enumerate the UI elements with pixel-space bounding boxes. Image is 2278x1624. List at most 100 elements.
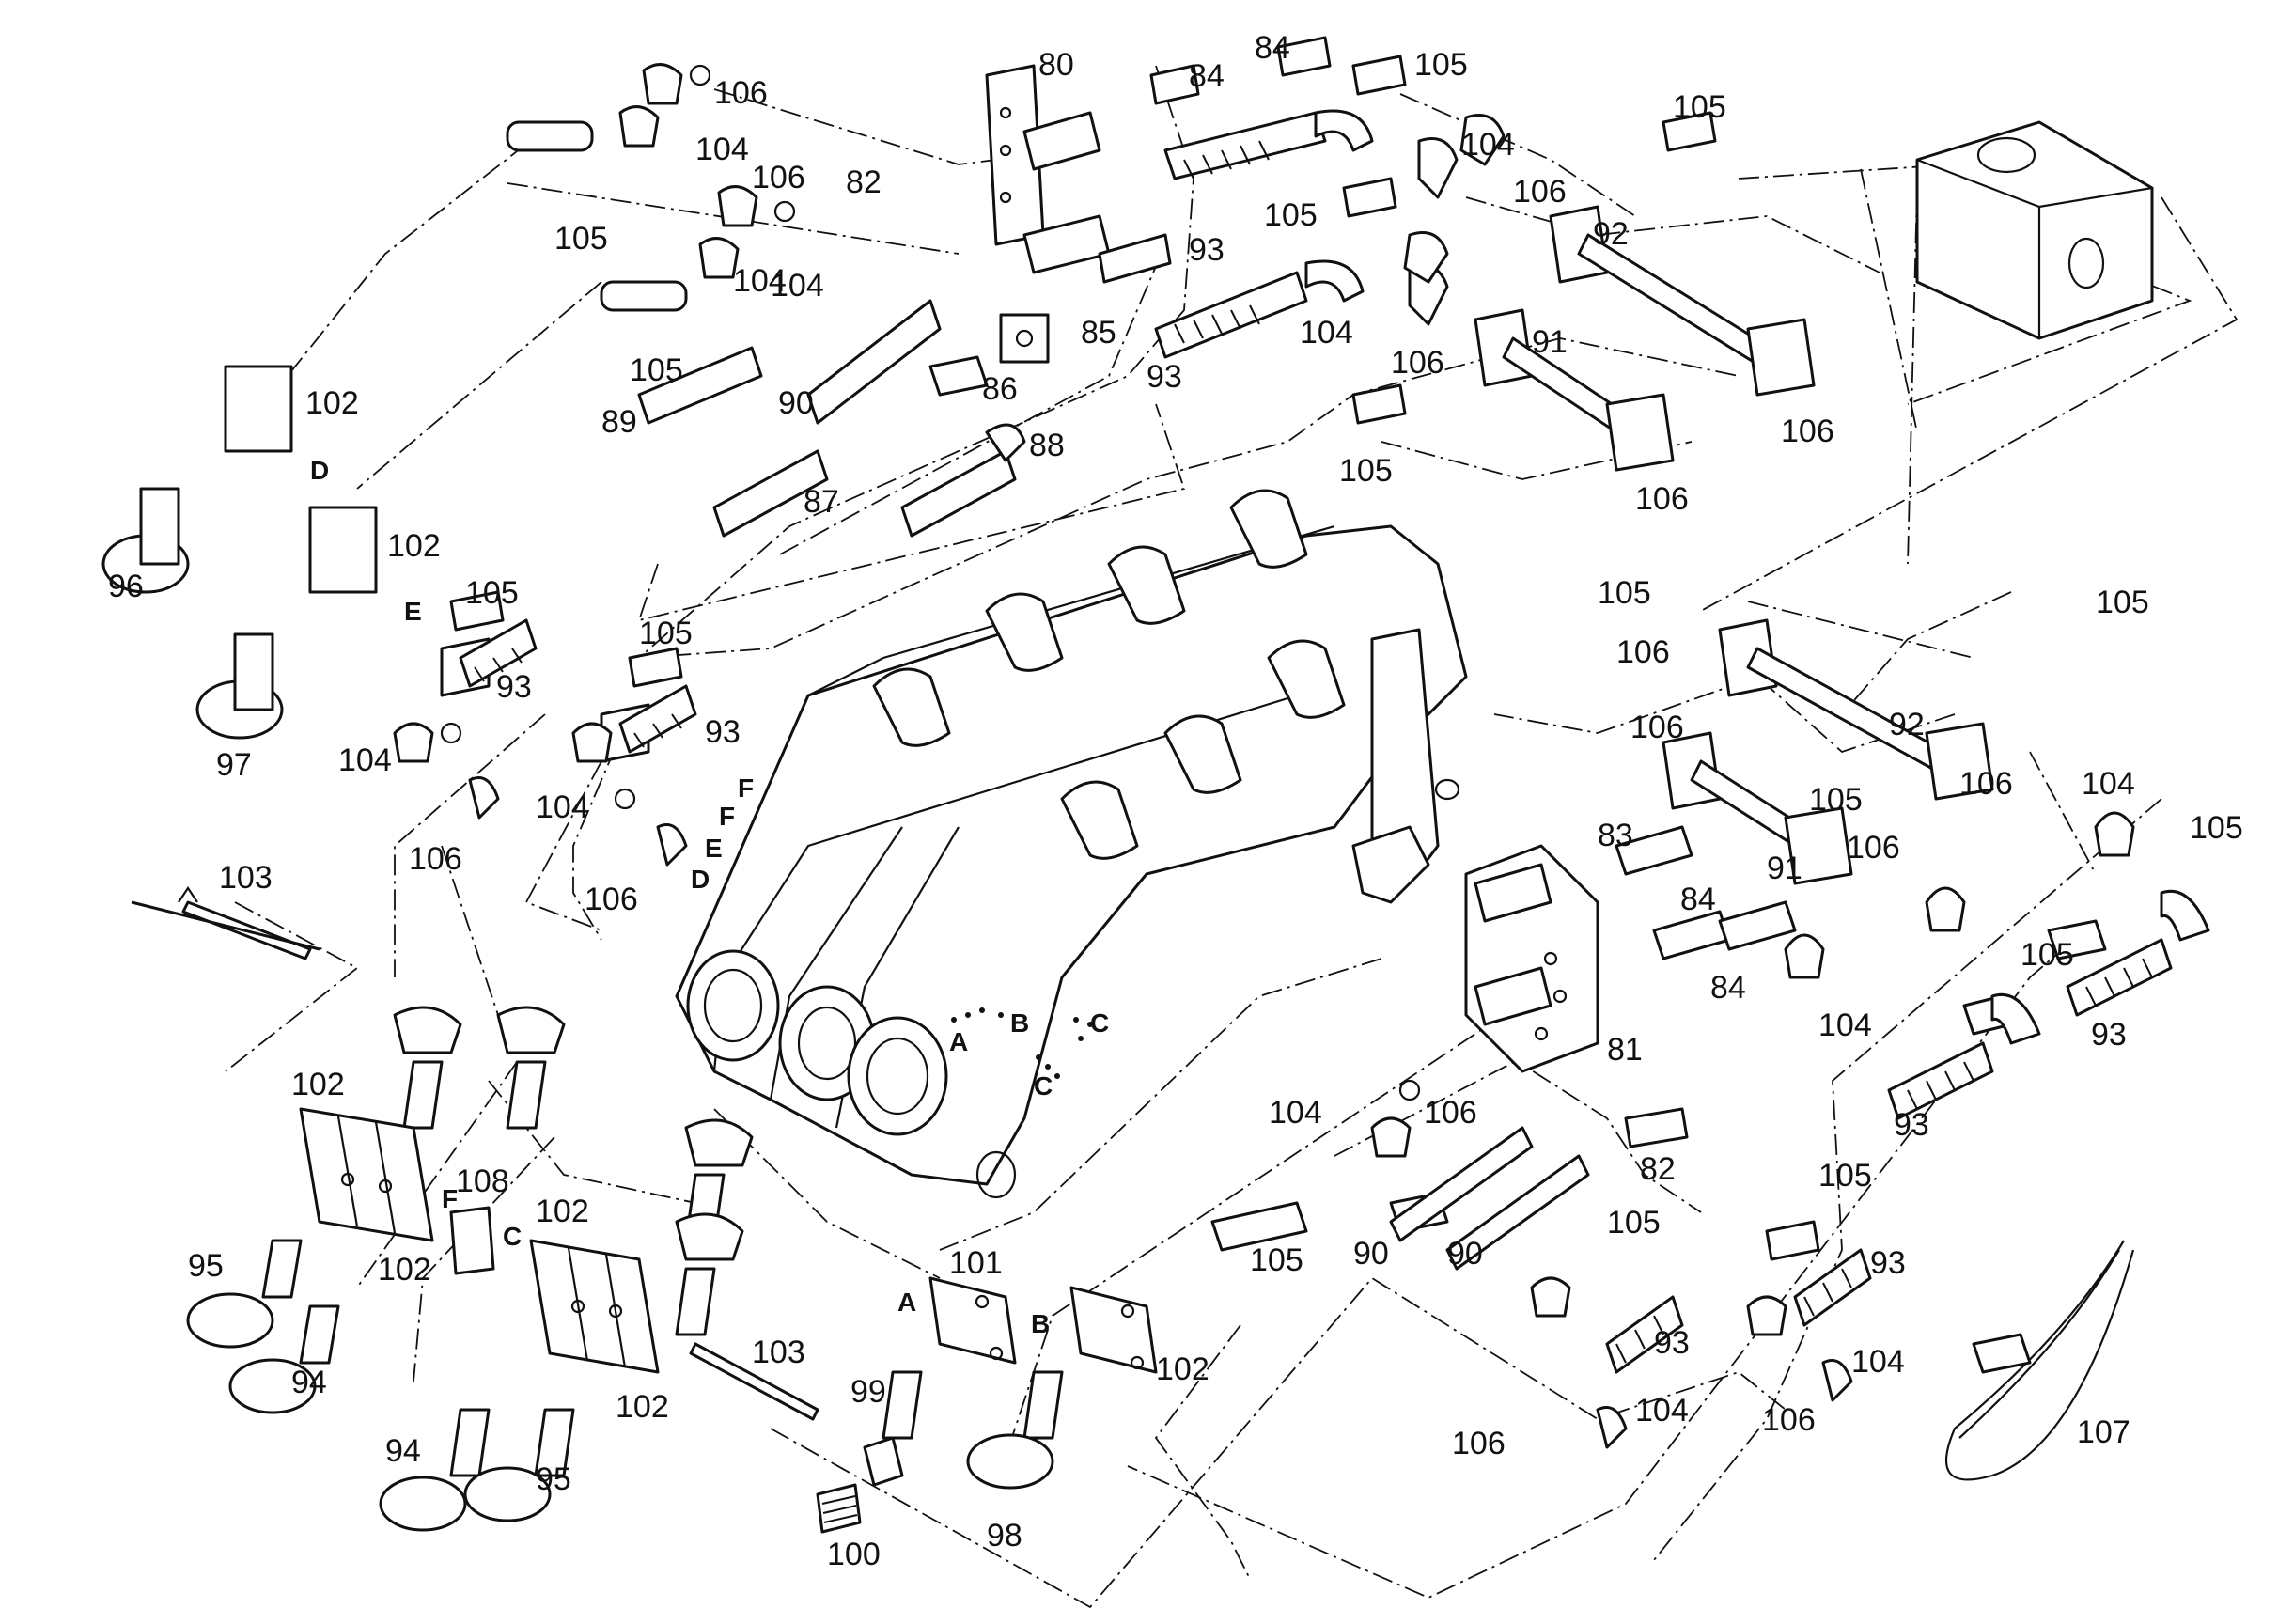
callout-number: 105 (465, 575, 519, 611)
reference-letter: F (738, 773, 754, 803)
callout-number: 105 (1414, 47, 1468, 83)
callout-number: 96 (108, 569, 144, 604)
callout-number: 104 (1851, 1344, 1905, 1380)
callout-number: 84 (1189, 58, 1225, 94)
callout-number: 105 (630, 352, 683, 388)
callout-number: 104 (2082, 766, 2135, 802)
callout-number: 102 (305, 385, 359, 421)
callout-number: 107 (2077, 1414, 2130, 1450)
callout-number: 106 (1959, 766, 2013, 802)
callout-number: 93 (1870, 1245, 1906, 1281)
callout-number: 93 (705, 714, 741, 750)
callout-number: 106 (1847, 830, 1900, 866)
callout-number: 106 (1513, 174, 1567, 210)
callout-number: 84 (1255, 30, 1290, 66)
callout-number: 86 (982, 371, 1018, 407)
reference-letter: D (310, 456, 329, 485)
reference-letter: B (1031, 1309, 1050, 1338)
callout-number: 106 (1424, 1095, 1477, 1131)
marker-dots (951, 1007, 1093, 1079)
callout-number: 106 (1452, 1426, 1506, 1461)
reference-letters: D E F F E D A B C C F C A B (310, 456, 1109, 1338)
callout-number: 93 (496, 669, 532, 705)
callout-number: 103 (219, 860, 273, 896)
callout-number: 106 (1391, 345, 1444, 381)
callout-number: 90 (1353, 1236, 1389, 1272)
reference-letter: C (1090, 1008, 1109, 1038)
callout-number: 92 (1889, 707, 1925, 742)
callout-number: 106 (1630, 710, 1684, 745)
callout-number: 93 (1189, 232, 1225, 268)
callout-number: 82 (846, 164, 882, 200)
reference-letter: C (503, 1222, 522, 1251)
callout-number: 105 (1264, 197, 1318, 233)
callout-number: 102 (536, 1194, 589, 1229)
callout-number: 101 (949, 1245, 1003, 1281)
callout-number: 105 (2021, 937, 2074, 973)
callout-number: 84 (1680, 882, 1716, 917)
callout-number: 95 (188, 1248, 224, 1284)
callout-number: 80 (1038, 47, 1074, 83)
callout-number: 108 (456, 1163, 509, 1199)
callout-number: 106 (1781, 414, 1834, 449)
callout-number: 102 (1156, 1351, 1209, 1387)
callout-number: 104 (771, 268, 824, 304)
callout-number: 104 (1269, 1095, 1322, 1131)
callout-number: 102 (378, 1252, 431, 1288)
callout-number: 105 (1607, 1205, 1661, 1241)
reference-letter: F (442, 1184, 458, 1213)
callout-number: 106 (585, 882, 638, 917)
callout-number: 89 (601, 404, 637, 440)
reference-letter: E (404, 597, 422, 626)
callout-number: 81 (1607, 1032, 1643, 1068)
callout-number: 88 (1029, 428, 1065, 463)
callout-number: 105 (1250, 1242, 1303, 1278)
callout-number: 106 (1762, 1402, 1816, 1438)
callout-number: 83 (1598, 818, 1633, 853)
callout-number: 82 (1640, 1151, 1676, 1187)
callout-number: 93 (1147, 359, 1182, 395)
callout-number: 105 (1809, 782, 1863, 818)
callout-number: 90 (778, 385, 814, 421)
callout-labels: 80 84 84 105 106 104 106 82 105 104 105 … (108, 30, 2243, 1572)
callout-number: 95 (536, 1461, 571, 1497)
callout-number: 91 (1767, 851, 1802, 886)
callout-number: 106 (714, 75, 768, 111)
callout-number: 94 (385, 1433, 421, 1469)
callout-number: 84 (1710, 970, 1746, 1006)
callout-number: 102 (616, 1389, 669, 1425)
callout-number: 98 (987, 1518, 1022, 1554)
callout-number: 106 (409, 841, 462, 877)
callout-number: 93 (1654, 1325, 1690, 1361)
reference-letter: D (691, 865, 710, 894)
callout-number: 104 (695, 132, 749, 167)
callout-number: 106 (1616, 634, 1670, 670)
callout-number: 105 (1339, 453, 1393, 489)
reference-letter: A (949, 1027, 968, 1056)
reference-letter: E (705, 834, 723, 863)
callout-number: 105 (639, 616, 693, 651)
callout-number: 104 (1461, 127, 1515, 163)
callout-number: 105 (1673, 89, 1726, 125)
callout-number: 105 (2096, 585, 2149, 620)
leader-lines (225, 65, 2239, 1609)
callout-number: 104 (1635, 1393, 1689, 1429)
callout-number: 106 (1635, 481, 1689, 517)
callout-number: 93 (2091, 1017, 2127, 1053)
callout-number: 97 (216, 747, 252, 783)
reference-letter: C (1034, 1071, 1053, 1101)
right-parts (1210, 120, 2210, 1481)
left-parts (131, 590, 1158, 1534)
main-housing (675, 489, 1468, 1199)
callout-number: 100 (827, 1537, 881, 1572)
callout-number: 90 (1447, 1236, 1483, 1272)
reference-letter: B (1010, 1008, 1029, 1038)
callout-number: 93 (1894, 1107, 1929, 1143)
callout-number: 104 (733, 263, 787, 299)
callout-number: 99 (850, 1374, 886, 1410)
callout-number: 106 (752, 160, 805, 195)
callout-number: 105 (2190, 810, 2243, 846)
callout-number: 103 (752, 1335, 805, 1370)
